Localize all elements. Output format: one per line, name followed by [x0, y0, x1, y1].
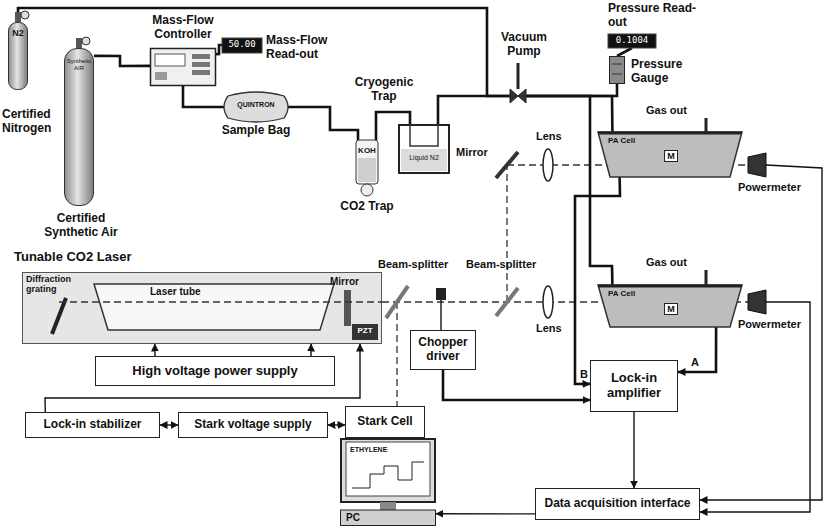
connector — [526, 96, 612, 285]
part-label: Beam-splitter — [378, 258, 462, 271]
connector — [160, 424, 178, 425]
connector — [438, 96, 510, 124]
process-box: Stark Cell — [345, 406, 425, 438]
node-text: PA Cell — [608, 136, 658, 145]
pm-outline — [748, 153, 766, 177]
gas-cylinder: N2Certified Nitrogen — [8, 22, 28, 90]
node-text: Lock-in amplifier — [595, 371, 673, 401]
node-text: QUINTRON — [224, 101, 288, 109]
connector — [45, 344, 360, 412]
node-text: Powermeter — [738, 181, 802, 194]
node-text: PA Cell — [608, 289, 658, 298]
node-text: Certified Synthetic Air — [36, 212, 126, 240]
part-label: Laser tube — [150, 286, 220, 298]
node-text: PC — [346, 512, 376, 524]
connector — [617, 48, 632, 56]
connector — [443, 370, 590, 400]
connector — [526, 84, 617, 96]
powermeter: Powermeter — [748, 290, 766, 314]
connector — [216, 45, 222, 54]
connector — [288, 107, 358, 140]
node-text: 50.00 — [222, 39, 262, 49]
node-text: ETHYLENE — [350, 446, 426, 454]
connector — [678, 327, 716, 372]
node-text: Sample Bag — [216, 124, 296, 138]
cyl-outline — [64, 48, 94, 206]
node-text: Cryogenic Trap — [342, 76, 426, 104]
connector — [526, 96, 612, 132]
process-box: High voltage power supply — [95, 356, 335, 386]
connector — [328, 424, 345, 426]
node-text: Pressure Gauge — [631, 58, 703, 86]
node-text: Vacuum Pump — [494, 31, 554, 59]
computer: ETHYLENE PC — [340, 438, 436, 526]
powermeter: Powermeter — [748, 153, 766, 177]
part-label: Mirror — [330, 276, 374, 288]
part-label: Lens — [536, 130, 566, 143]
part-label: Lens — [536, 322, 566, 335]
node-text: Lock-in stabilizer — [43, 418, 141, 432]
connector — [633, 412, 634, 488]
node-text: Mass-Flow Controller — [140, 14, 226, 42]
node-text: High voltage power supply — [132, 364, 297, 379]
process-box: Lock-in stabilizer — [25, 412, 160, 438]
pa-cell: PA CellM — [598, 132, 742, 177]
laser-panel: Tunable CO2 Laser — [22, 272, 382, 344]
connector — [94, 56, 150, 66]
vacuum-valve: Vacuum Pump — [510, 89, 526, 103]
node-text: M — [664, 303, 678, 315]
part-label: Beam-splitter — [466, 258, 542, 271]
part-label: Mirror — [456, 146, 496, 159]
mfc-outline — [150, 48, 216, 86]
node-text: M — [664, 150, 678, 162]
node-text: Stark voltage supply — [194, 418, 311, 432]
node-text: KOH — [352, 146, 382, 155]
connector — [700, 302, 810, 512]
sample-bag: QUINTRONSample Bag — [224, 92, 288, 122]
pressure-gauge: Pressure Gauge — [609, 56, 625, 84]
process-box: Chopper driver — [410, 330, 476, 370]
valve-outline — [510, 89, 526, 103]
process-box: Stark voltage supply — [178, 412, 328, 438]
node-text: CO2 Trap — [330, 200, 404, 214]
digital-display: 50.00Mass-Flow Read-out — [222, 38, 262, 53]
part-label: Gas out — [646, 256, 706, 269]
process-box: Lock-in amplifier — [590, 360, 678, 412]
node-text: Liquid N2 — [398, 154, 450, 162]
node-text: Chopper driver — [415, 336, 471, 364]
node-text: Mass-Flow Read-out — [266, 34, 338, 62]
cryo-outline — [398, 124, 450, 174]
part-label: Gas out — [646, 104, 706, 117]
edge-label: B — [579, 368, 589, 380]
node-text: Stark Cell — [357, 415, 412, 429]
connector — [436, 513, 535, 515]
node-text: Powermeter — [738, 318, 802, 331]
node-text: Data acquisition interface — [544, 497, 690, 511]
connector — [575, 177, 620, 384]
cryogenic-trap: Liquid N2Cryogenic Trap — [398, 124, 450, 174]
gas-cylinder: Synthetic AIRCertified Synthetic Air — [64, 48, 94, 206]
part-label: PZT — [352, 326, 378, 335]
connector — [183, 86, 224, 107]
laser-outline — [22, 272, 382, 344]
node-text: Synthetic AIR — [64, 58, 94, 72]
mass-flow-controller: Mass-Flow Controller — [150, 48, 216, 86]
co2-trap: KOHCO2 Trap — [352, 140, 382, 196]
node-text: 0.1004 — [608, 35, 656, 45]
node-text: Pressure Read-out — [608, 2, 698, 30]
connector — [700, 165, 822, 500]
edge-label: A — [690, 356, 700, 368]
node-text: Certified Nitrogen — [2, 108, 64, 136]
connector — [154, 344, 156, 356]
pa-cell: PA CellM — [598, 285, 742, 327]
process-box: Data acquisition interface — [535, 488, 700, 520]
digital-display: 0.1004Pressure Read-out — [608, 34, 656, 48]
node-text: N2 — [4, 28, 32, 38]
pm-outline — [748, 290, 766, 314]
part-label: Diffraction grating — [26, 274, 80, 295]
gauge-outline — [609, 56, 625, 84]
connector — [310, 344, 312, 356]
node-text: Tunable CO2 Laser — [14, 250, 234, 265]
